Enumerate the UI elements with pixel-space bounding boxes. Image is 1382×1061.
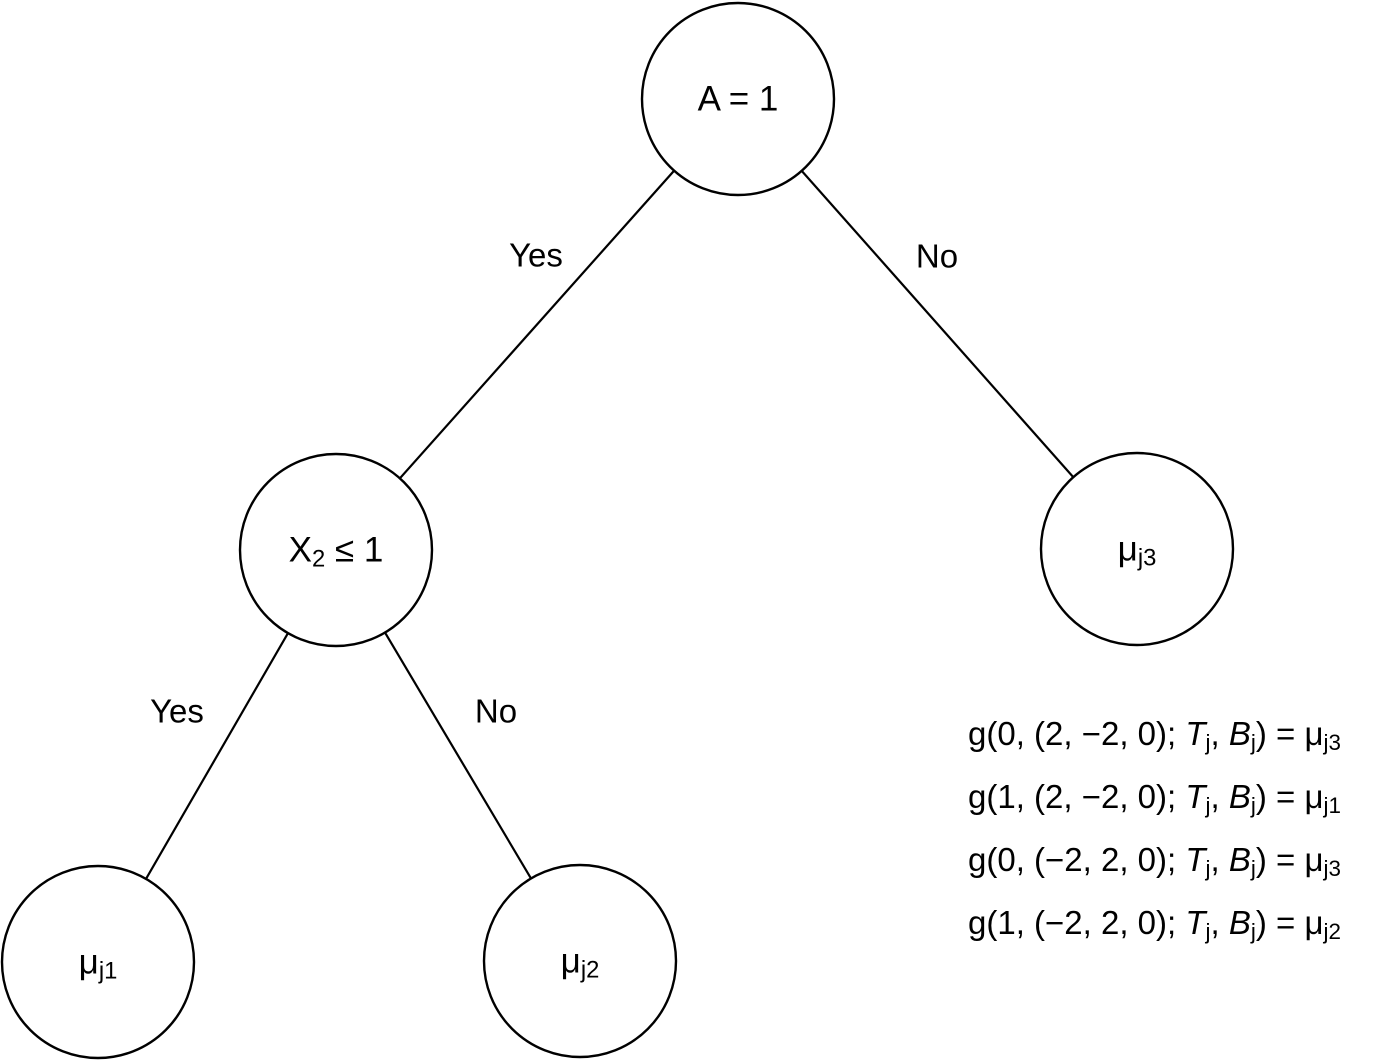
equation-line-2: g(1, (2, −2, 0); Tj, Bj) = μj1: [968, 765, 1341, 828]
eq3-equals: ) =: [1255, 841, 1305, 878]
eq2-T-subscript: j: [1205, 792, 1211, 818]
equation-line-4: g(1, (−2, 2, 0); Tj, Bj) = μj2: [968, 891, 1341, 954]
eq3-mu-subscript: j3: [1323, 855, 1341, 881]
eq4-T-subscript: j: [1205, 918, 1211, 944]
leaf-left-subscript: j1: [98, 957, 118, 985]
edge-label-internal-yes: Yes: [150, 692, 204, 730]
eq4-B-subscript: j: [1250, 918, 1256, 944]
edge-label-root-yes: Yes: [509, 236, 563, 274]
eq2-B: B: [1228, 778, 1251, 815]
eq2-lead: g(1, (2, −2, 0);: [968, 778, 1186, 815]
eq1-T: T: [1185, 715, 1206, 752]
eq4-separator: ,: [1210, 904, 1229, 941]
mapping-equations: g(0, (2, −2, 0); Tj, Bj) = μj3 g(1, (2, …: [968, 702, 1341, 954]
eq3-separator: ,: [1210, 841, 1229, 878]
node-leaf-left-label: μj1: [78, 942, 118, 984]
eq1-separator: ,: [1210, 715, 1229, 752]
leaf-right-subscript: j3: [1137, 544, 1157, 572]
eq4-equals: ) =: [1255, 904, 1305, 941]
eq1-mu-subscript: j3: [1323, 729, 1341, 755]
eq4-lead: g(1, (−2, 2, 0);: [968, 904, 1186, 941]
eq4-mu: μ: [1304, 904, 1324, 941]
eq2-T: T: [1185, 778, 1206, 815]
node-internal-label: X2 ≤ 1: [288, 530, 384, 572]
internal-condition-base: X: [288, 530, 312, 570]
eq4-mu-subscript: j2: [1323, 918, 1341, 944]
equation-line-1: g(0, (2, −2, 0); Tj, Bj) = μj3: [968, 702, 1341, 765]
node-leaf-left-circle: [0, 864, 196, 1060]
eq4-T: T: [1185, 904, 1206, 941]
leaf-right-mu: μ: [1117, 529, 1138, 569]
node-leaf-middle-circle: [482, 863, 678, 1059]
edge-label-internal-no: No: [474, 692, 518, 730]
eq4-B: B: [1228, 904, 1251, 941]
eq3-B-subscript: j: [1250, 855, 1256, 881]
eq2-mu-subscript: j1: [1323, 792, 1341, 818]
internal-condition-rest: ≤ 1: [325, 530, 384, 570]
eq1-B-subscript: j: [1250, 729, 1256, 755]
node-root-circle: [640, 1, 836, 197]
node-internal-circle: [238, 452, 434, 648]
eq1-T-subscript: j: [1205, 729, 1211, 755]
eq3-T: T: [1185, 841, 1206, 878]
eq3-T-subscript: j: [1205, 855, 1211, 881]
eq1-B: B: [1228, 715, 1251, 752]
eq2-separator: ,: [1210, 778, 1229, 815]
internal-condition-subscript: 2: [311, 545, 326, 573]
eq3-B: B: [1228, 841, 1251, 878]
eq3-lead: g(0, (−2, 2, 0);: [968, 841, 1186, 878]
leaf-middle-mu: μ: [560, 941, 581, 981]
eq1-mu: μ: [1304, 715, 1324, 752]
eq3-mu: μ: [1304, 841, 1324, 878]
leaf-middle-subscript: j2: [580, 956, 600, 984]
root-condition-text: A = 1: [697, 79, 779, 119]
eq1-equals: ) =: [1255, 715, 1305, 752]
edge-root-to-internal: [335, 98, 739, 551]
eq2-mu: μ: [1304, 778, 1324, 815]
eq2-equals: ) =: [1255, 778, 1305, 815]
eq1-lead: g(0, (2, −2, 0);: [968, 715, 1186, 752]
equation-line-3: g(0, (−2, 2, 0); Tj, Bj) = μj3: [968, 828, 1341, 891]
edge-label-root-no: No: [915, 237, 959, 275]
node-leaf-right-label: μj3: [1117, 529, 1157, 571]
eq2-B-subscript: j: [1250, 792, 1256, 818]
node-root-label: A = 1: [698, 82, 779, 117]
edge-root-to-leaf-right: [737, 98, 1138, 550]
leaf-left-mu: μ: [78, 942, 99, 982]
node-leaf-middle-label: μj2: [560, 941, 600, 983]
node-leaf-right-circle: [1039, 451, 1235, 647]
